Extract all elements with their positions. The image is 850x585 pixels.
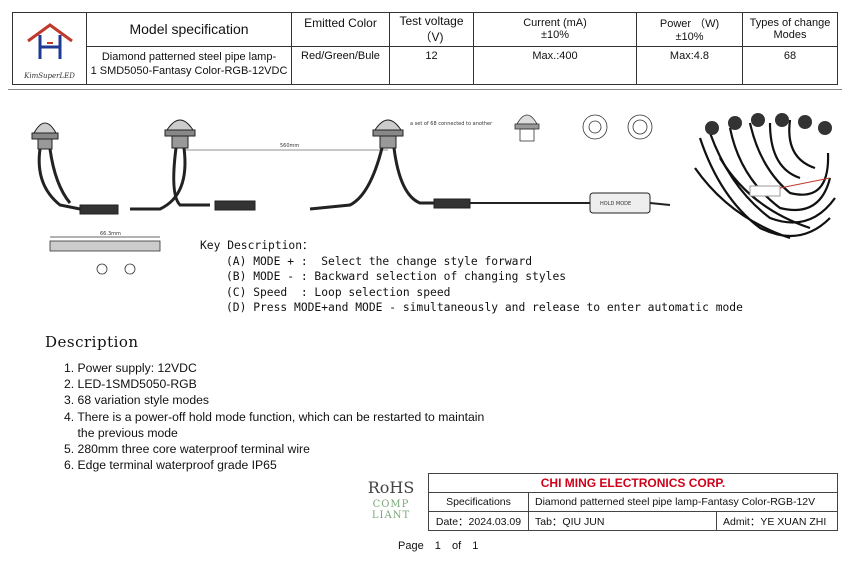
company-table: CHI MING ELECTRONICS CORP. Specification… (428, 473, 838, 531)
page-number: Page 1 of 1 (398, 540, 479, 552)
bottom-view-icon (627, 114, 653, 140)
rohs-compliant: COMP LIANT (371, 499, 411, 521)
key-title: Key Description： (200, 239, 314, 252)
description-item: 1. Power supply: 12VDC (64, 361, 197, 375)
cell-voltage: 12 (389, 45, 474, 86)
header-divider (8, 89, 842, 90)
description-item: 2. LED-1SMD5050-RGB (64, 377, 197, 392)
header-model: Model specification (86, 12, 292, 47)
key-c: (C) Speed : Loop selection speed (226, 285, 451, 299)
tab-field: Tab：QIU JUN (528, 511, 717, 531)
date-field: Date：2024.03.09 (428, 511, 529, 531)
rohs-badge: RoHS COMP LIANT (356, 478, 426, 521)
logo-house-icon (26, 23, 73, 59)
wiring-diagram: 560mm a set of 68 connected to another H… (31, 119, 671, 215)
header-power: Power （W)±10% (636, 12, 743, 47)
cell-current: Max.:400 (473, 45, 637, 86)
lamp-1-icon (31, 122, 59, 150)
cell-modes: 68 (742, 45, 838, 86)
lamp-3-icon (372, 119, 404, 149)
top-view-icon (582, 114, 608, 140)
header-current: Current (mA)±10% (473, 12, 637, 47)
key-b: (B) MODE - : Backward selection of chang… (226, 270, 567, 283)
description-item: 3. 68 variation style modes (64, 393, 209, 408)
size-diagram: 66.3mm (49, 231, 161, 275)
spec-table: KimSuperLED Model specification Emitted … (12, 12, 838, 86)
description-item: 6. Edge terminal waterproof grade IP65 (64, 458, 277, 473)
logo-text: KimSuperLED (24, 72, 75, 80)
note-label: a set of 68 connected to another (410, 121, 493, 127)
company-name: CHI MING ELECTRONICS CORP. (428, 473, 838, 493)
header-color: Emitted Color (291, 12, 390, 47)
dim-length-label: 560mm (280, 143, 299, 149)
key-d: (D) Press MODE+and MODE - simultaneously… (226, 301, 743, 314)
description-title: Description (45, 333, 139, 351)
logo: KimSuperLED (12, 12, 87, 85)
controller-label: HOLD MODE (600, 201, 631, 207)
description-item: 4. There is a power-off hold mode functi… (64, 409, 485, 424)
rohs-mark: RoHS (367, 478, 415, 497)
header-voltage: Test voltage（V) (389, 12, 474, 47)
controller-icon (589, 192, 651, 214)
cell-power: Max:4.8 (636, 45, 743, 86)
description-item: 5. 280mm three core waterproof terminal … (64, 442, 310, 457)
product-photo (694, 113, 836, 240)
admit-field: Admit：YE XUAN ZHI (716, 511, 838, 531)
description-list: 1. Power supply: 12VDC 2. LED-1SMD5050-R… (64, 360, 484, 473)
cell-model: Diamond patterned steel pipe lamp-1 SMD5… (86, 45, 292, 86)
description-item: the previous mode (64, 425, 178, 440)
key-a: (A) MODE + : Select the change style for… (226, 254, 533, 268)
dim-small-label: 66.3mm (100, 231, 121, 237)
detail-views (514, 114, 653, 142)
cell-color: Red/Green/Bule (291, 45, 390, 86)
lamp-2-icon (164, 119, 196, 149)
spec-value: Diamond patterned steel pipe lamp-Fantas… (528, 492, 838, 512)
spec-label: Specifications (428, 492, 529, 512)
key-description: Key Description： (A) MODE + : Select the … (200, 238, 743, 316)
